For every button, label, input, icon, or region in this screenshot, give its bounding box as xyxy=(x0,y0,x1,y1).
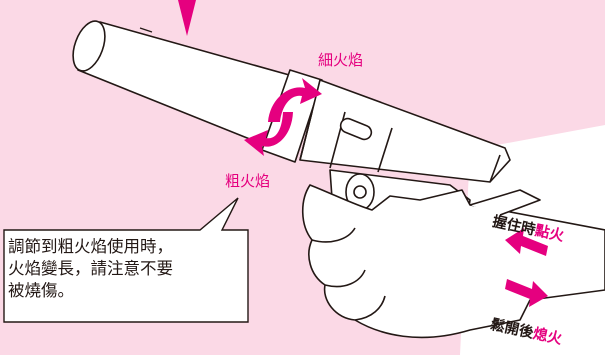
nozzle-slot xyxy=(339,117,373,141)
caution-note-line-2: 火焰變長，請注意不要 xyxy=(8,259,173,278)
arrow-right xyxy=(505,279,548,307)
thin-flame-label: 細火焰 xyxy=(318,51,364,69)
rotate-arrow xyxy=(244,78,322,156)
top-arrow-tip xyxy=(178,0,196,36)
caution-note: 調節到粗火焰使用時， 火焰變長，請注意不要 被燒傷。 xyxy=(8,236,244,302)
lighter-nozzle xyxy=(299,79,511,183)
caution-note-line-3: 被燒傷。 xyxy=(8,281,74,300)
lighter-barrel xyxy=(72,20,301,149)
hand xyxy=(301,184,605,339)
note-bubble xyxy=(3,197,249,323)
caution-note-line-1: 調節到粗火焰使用時， xyxy=(8,237,173,256)
arrow-left xyxy=(505,228,548,256)
grip-release-arrows xyxy=(505,228,548,307)
thick-flame-label: 粗火焰 xyxy=(225,172,271,190)
